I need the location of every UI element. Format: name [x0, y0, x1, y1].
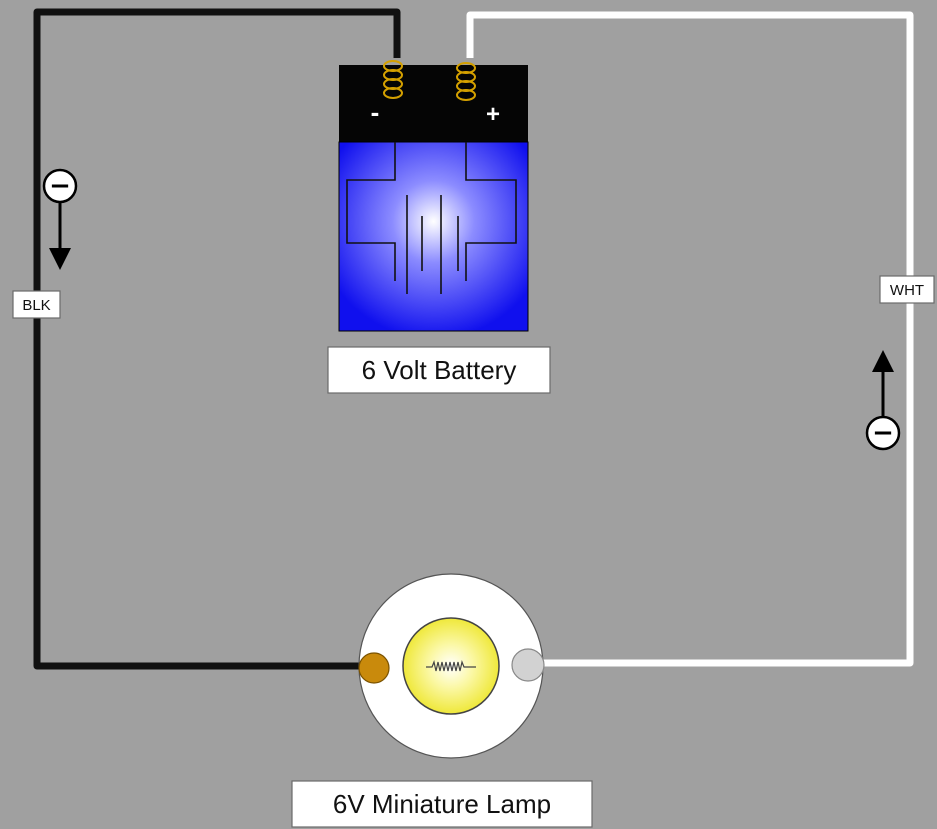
battery-cell-schematic	[346, 142, 517, 294]
white-wire-label: WHT	[879, 275, 935, 304]
lamp-label: 6V Miniature Lamp	[291, 780, 593, 828]
left-electron-arrow-head	[49, 248, 71, 270]
lamp-brass-terminal	[358, 652, 390, 684]
battery-positive-symbol: +	[486, 101, 500, 128]
battery-label: 6 Volt Battery	[327, 346, 551, 394]
right-electron-indicator: −	[865, 350, 901, 451]
lamp-label-text: 6V Miniature Lamp	[333, 789, 551, 819]
negative-spring-terminal	[383, 60, 403, 99]
black-wire-label-text: BLK	[22, 297, 50, 314]
battery-top-cap	[339, 65, 528, 143]
white-wire-label-text: WHT	[890, 282, 924, 299]
battery-negative-symbol: -	[371, 97, 380, 127]
right-electron-arrow-head	[872, 350, 894, 372]
battery-label-text: 6 Volt Battery	[362, 355, 517, 385]
black-wire-label: BLK	[12, 290, 61, 319]
lamp	[358, 573, 545, 759]
battery: - +	[338, 65, 529, 332]
right-electron-circle	[865, 415, 901, 451]
lamp-filament	[426, 659, 476, 672]
left-electron-indicator: −	[42, 168, 78, 270]
positive-spring-terminal	[456, 62, 476, 101]
left-electron-symbol: −	[49, 171, 71, 201]
battery-body	[338, 141, 529, 332]
lamp-silver-terminal	[511, 648, 545, 682]
black-wire	[33, 8, 401, 670]
left-electron-circle	[42, 168, 78, 204]
right-electron-symbol: −	[872, 418, 894, 448]
white-wire	[466, 11, 914, 667]
